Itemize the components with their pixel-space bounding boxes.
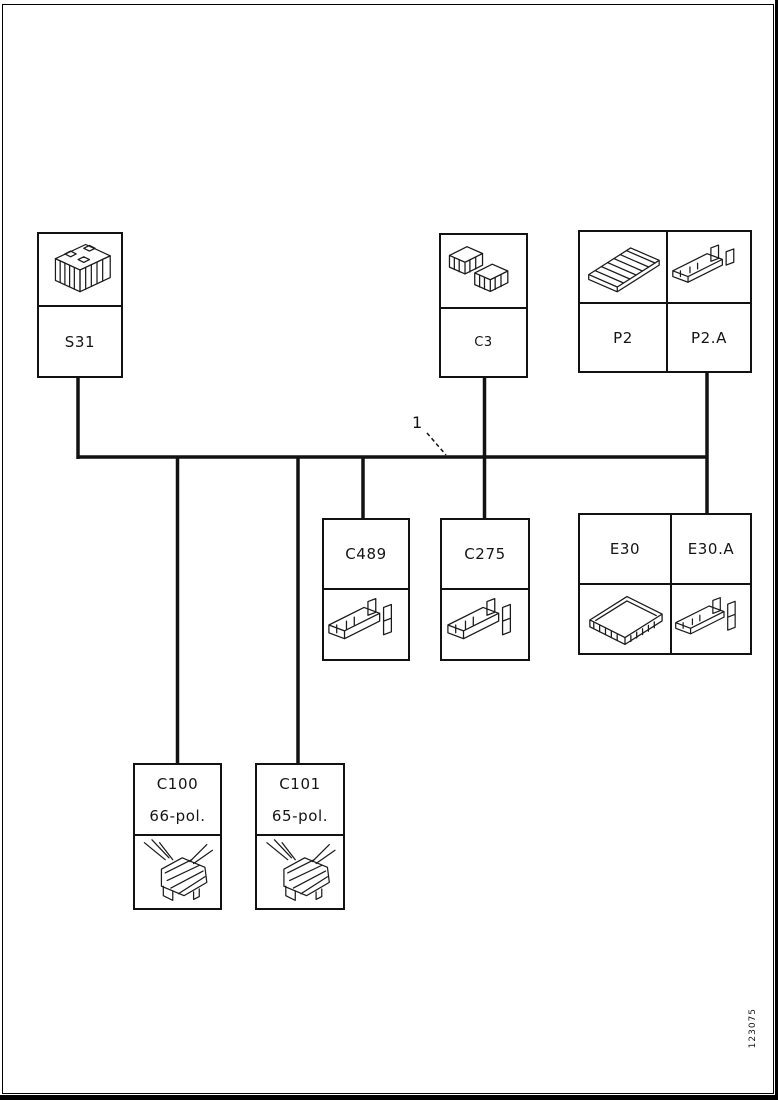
- s31-image-cell: [39, 234, 121, 307]
- e30a-label: E30.A: [687, 540, 735, 558]
- c100-image-cell: [135, 836, 220, 908]
- c101-harness-connector-illustration: [266, 839, 336, 901]
- c101-pin-count: 65-pol.: [271, 806, 329, 825]
- wire-label-leader: [426, 432, 447, 456]
- c3-label: C3: [474, 335, 493, 350]
- c100-label: C100: [156, 774, 199, 793]
- e30-image-cell: [580, 583, 670, 653]
- node-s31: S31: [37, 232, 123, 378]
- e30-ecu-illustration: [589, 595, 663, 646]
- e30a-label-cell: E30.A: [670, 515, 750, 583]
- c3-image-cell: [441, 235, 526, 309]
- e30-label-cell: E30: [580, 515, 670, 583]
- c100-harness-connector-illustration: [143, 839, 214, 901]
- p2-label-cell: P2: [580, 302, 666, 371]
- c3-label-cell: C3: [441, 309, 526, 376]
- p2-image-cell: [580, 232, 666, 302]
- p2-board-illustration: [588, 247, 660, 293]
- p2a-image-cell: [666, 232, 750, 302]
- node-c101: C101 65-pol.: [255, 763, 345, 910]
- node-e30-group: E30 E30.A: [578, 513, 752, 655]
- node-c489: C489: [322, 518, 410, 661]
- wire-number-label: 1: [412, 413, 423, 432]
- c101-image-cell: [257, 836, 343, 908]
- node-c3: C3: [439, 233, 528, 378]
- c275-label-cell: C275: [442, 520, 528, 590]
- s31-label: S31: [64, 332, 96, 351]
- p2-label: P2: [613, 328, 633, 347]
- c3-connector-pair-illustration: [448, 246, 509, 293]
- c100-pin-count: 66-pol.: [149, 806, 206, 825]
- c489-label-cell: C489: [324, 520, 408, 590]
- p2a-label: P2.A: [690, 328, 728, 347]
- node-p2-group: P2 P2.A: [578, 230, 752, 373]
- s31-label-cell: S31: [39, 307, 121, 376]
- c275-bracket-illustration: [447, 597, 512, 639]
- e30a-image-cell: [670, 583, 750, 653]
- c489-label: C489: [345, 545, 387, 563]
- p2a-bracket-illustration: [672, 244, 735, 283]
- c489-image-cell: [324, 590, 408, 659]
- node-c100: C100 66-pol.: [133, 763, 222, 910]
- e30-label: E30: [609, 540, 641, 558]
- c101-label-cell: C101 65-pol.: [257, 765, 343, 836]
- c489-bracket-illustration: [328, 597, 393, 639]
- node-c275: C275: [440, 518, 530, 661]
- c101-label: C101: [279, 774, 321, 793]
- s31-relay-block-illustration: [54, 243, 111, 292]
- p2a-label-cell: P2.A: [666, 302, 750, 371]
- c100-label-cell: C100 66-pol.: [135, 765, 220, 836]
- page-edge-bottom-bar: [0, 1095, 778, 1100]
- c275-label: C275: [464, 545, 506, 563]
- document-number: 123075: [748, 1008, 758, 1049]
- c275-image-cell: [442, 590, 528, 659]
- e30a-bracket-illustration: [675, 597, 736, 635]
- page-edge-right-bar: [775, 0, 778, 1100]
